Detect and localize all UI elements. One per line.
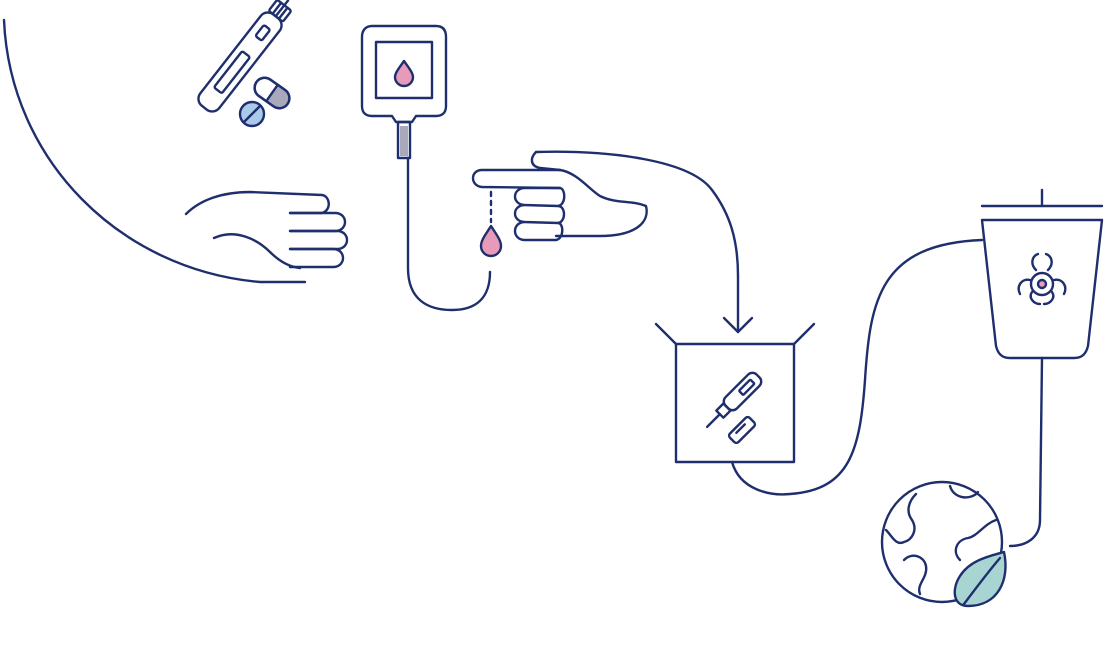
insulin-pen-icon bbox=[197, 0, 292, 113]
globe-icon bbox=[880, 480, 1004, 604]
arrow-icon bbox=[722, 274, 754, 334]
glucose-meter-icon bbox=[360, 24, 492, 312]
pointing-hand-icon bbox=[471, 150, 740, 278]
flow-curve-box-to-bin bbox=[730, 238, 984, 496]
hand-icon bbox=[184, 190, 349, 270]
pills-icon bbox=[238, 76, 291, 128]
sharps-box-icon bbox=[654, 322, 816, 464]
blood-drop-icon bbox=[479, 190, 503, 258]
biohazard-icon bbox=[1017, 252, 1067, 306]
flow-arc bbox=[2, 18, 307, 284]
leaf-icon bbox=[953, 550, 1007, 608]
biohazard-bin-icon bbox=[980, 188, 1104, 548]
